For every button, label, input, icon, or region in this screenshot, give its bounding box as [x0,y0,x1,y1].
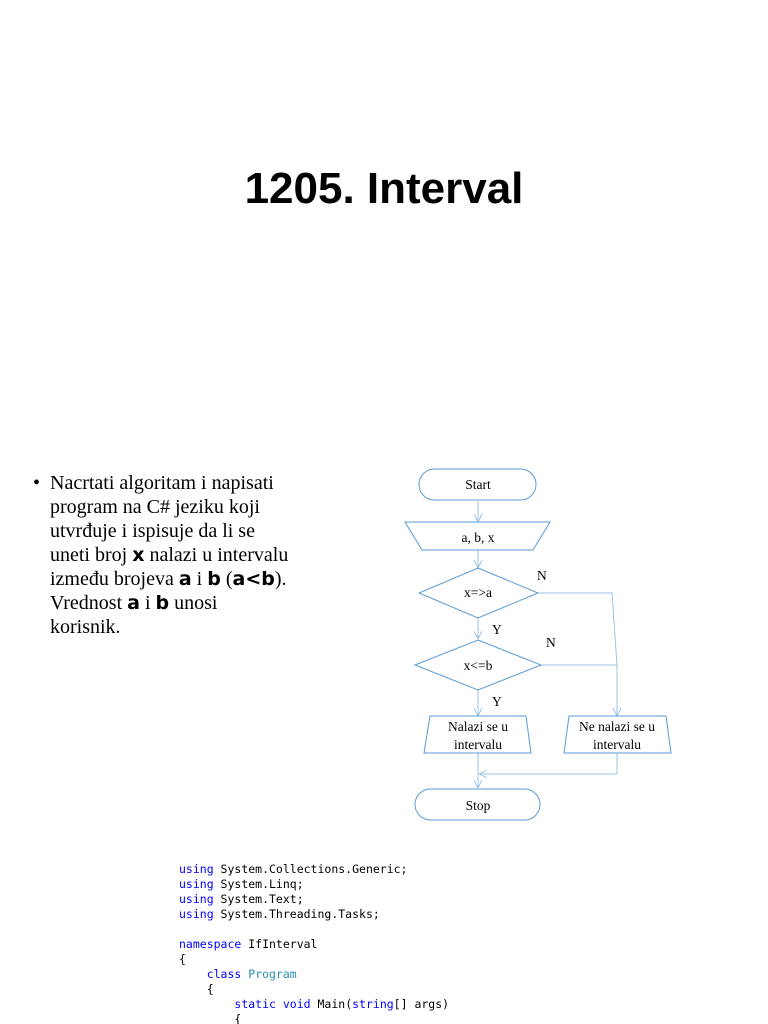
task-text-part: i [191,568,208,590]
task-text-part: i [139,592,156,614]
code-line: static void Main(string[] args) [179,997,539,1012]
bullet-marker: • [33,472,41,494]
decision2-diamond [413,639,543,691]
outside-label-line2: intervalu [593,737,641,752]
code-keyword: using [179,877,214,891]
no-label-1: N [537,568,547,583]
variable-b: b [155,592,170,614]
code-line: using System.Text; [179,892,539,907]
code-text: System.Linq; [213,877,304,891]
code-line: { [179,982,539,997]
task-text-part: Nacrtati algoritam i napisati program na… [50,472,274,566]
flow-connectors [478,501,617,787]
decision1-diamond [417,567,540,619]
code-keyword: static [234,997,276,1011]
code-text: { [179,1012,242,1024]
variable-b: b [207,568,221,590]
code-text: Main( [310,997,353,1011]
flow-shapes [404,468,672,821]
task-text-part: ). Vrednost [50,568,287,614]
code-line: namespace IfInterval [179,937,539,952]
code-line: { [179,1012,539,1024]
variable-x: x [132,544,145,566]
code-text: [] args) [393,997,450,1011]
code-text: System.Text; [213,892,304,906]
task-text: Nacrtati algoritam i napisati program na… [50,471,293,639]
code-text: System.Threading.Tasks; [213,907,380,921]
flow-labels: Start a, b, x x=>a x<=b N Y N Y Nalazi s… [448,477,655,813]
code-line [179,922,539,937]
code-keyword: using [179,862,214,876]
outside-trapezoid [563,715,672,754]
input-label: a, b, x [462,530,495,545]
task-text-part: nalazi u intervalu između brojeva [50,544,289,590]
code-type-name: Program [248,967,297,981]
outside-label-line1: Ne nalazi se u [579,719,655,734]
inside-trapezoid [423,715,532,754]
variable-a: a [127,592,140,614]
connector-outside-merge [480,753,618,774]
code-text [179,997,234,1011]
slide-title: 1205. Interval [244,164,524,213]
connector-decision1-no [538,592,618,666]
yes-label-1: Y [492,622,502,637]
task-text-part: unosi korisnik. [50,592,218,638]
flowchart: Start a, b, x x=>a x<=b N Y N Y Nalazi s… [404,468,672,821]
decision2-label: x<=b [464,658,493,673]
no-label-2: N [546,635,556,650]
code-keyword: using [179,892,214,906]
start-terminal [418,468,537,501]
variable-a: a [178,568,192,590]
code-keyword: void [282,997,311,1011]
code-text: IfInterval [241,937,318,951]
code-line: { [179,952,539,967]
stop-label: Stop [466,798,491,813]
condition-a-lt-b: a<b [232,568,275,590]
decision1-label: x=>a [464,585,492,600]
code-text: { [179,952,186,966]
code-text: System.Collections.Generic; [213,862,408,876]
code-text [276,997,283,1011]
code-keyword: class [206,967,242,981]
code-keyword: namespace [179,937,242,951]
inside-label-line1: Nalazi se u [448,719,508,734]
start-label: Start [465,477,491,492]
task-text-part: ( [220,568,233,590]
input-parallelogram [404,521,551,551]
code-line: using System.Threading.Tasks; [179,907,539,922]
code-line: class Program [179,967,539,982]
code-text: { [179,982,214,996]
code-line: using System.Collections.Generic; [179,862,539,877]
yes-label-2: Y [492,694,502,709]
inside-label-line2: intervalu [454,737,502,752]
code-keyword: string [352,997,394,1011]
code-listing: using System.Collections.Generic;using S… [179,862,539,1024]
code-keyword: using [179,907,214,921]
code-text [179,967,207,981]
code-line: using System.Linq; [179,877,539,892]
task-description: • Nacrtati algoritam i napisati program … [33,471,293,639]
stop-terminal [414,788,541,821]
